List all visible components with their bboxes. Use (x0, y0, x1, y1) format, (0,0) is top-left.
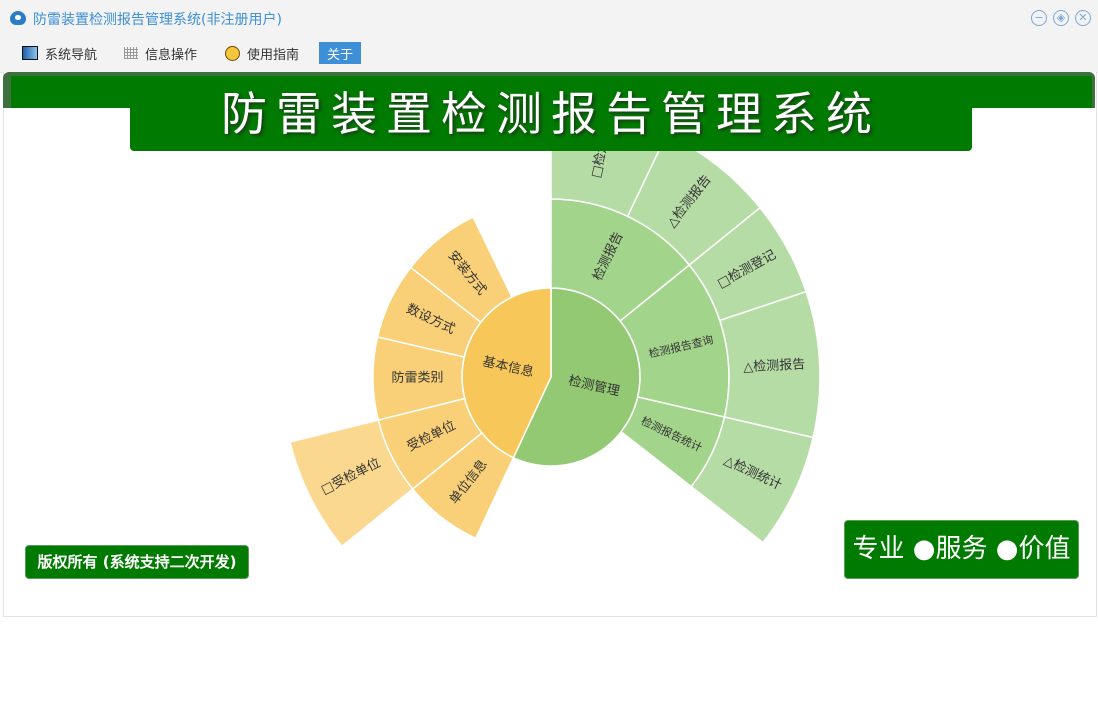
maximize-button[interactable]: ◈ (1053, 10, 1069, 26)
window-title: 防雷装置检测报告管理系统(非注册用户) (33, 12, 282, 28)
sunburst-segment[interactable] (690, 416, 815, 544)
grid-icon (124, 47, 138, 59)
minimize-button[interactable]: − (1031, 10, 1047, 26)
menu-user-guide[interactable]: 使用指南 (225, 42, 299, 64)
monitor-icon (22, 46, 38, 60)
sunburst-segment[interactable] (409, 216, 513, 324)
help-icon (225, 45, 240, 61)
title-bar: 防雷装置检测报告管理系统(非注册用户) − ◈ ✕ 系统导航 信息操作 使用指南… (0, 0, 1098, 73)
menu-system-nav[interactable]: 系统导航 (22, 42, 97, 64)
app-logo-icon (10, 11, 26, 25)
sunburst-label: 防雷类别 (391, 369, 443, 385)
sunburst-label: △检测报告 (743, 357, 806, 375)
close-button[interactable]: ✕ (1075, 10, 1091, 26)
menu-label: 使用指南 (247, 47, 300, 63)
menu-label: 信息操作 (145, 47, 198, 63)
slogan-badge: 专业 ●服务 ●价值 (844, 520, 1079, 579)
system-banner-title: 防雷装置检测报告管理系统 (130, 78, 972, 151)
menu-about[interactable]: 关于 (319, 42, 362, 64)
menu-info-ops[interactable]: 信息操作 (124, 42, 197, 64)
menu-label: 系统导航 (45, 47, 98, 63)
sunburst-segment[interactable] (289, 419, 414, 548)
copyright-badge: 版权所有 (系统支持二次开发) (25, 545, 249, 579)
